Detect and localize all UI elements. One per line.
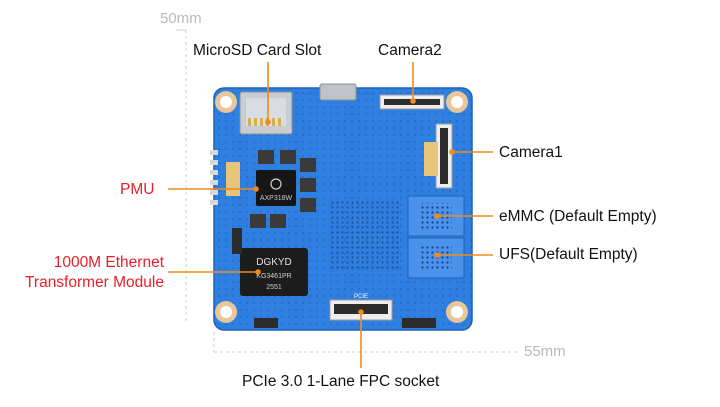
eth-chip-line1: DGKYD: [256, 257, 292, 268]
dimension-lines: [176, 29, 520, 353]
pmu-chip-text: AXP318W: [260, 195, 293, 202]
ufs-label: UFS(Default Empty): [499, 246, 638, 263]
ethernet-label-line1: 1000M Ethernet: [53, 254, 164, 271]
pcie-silkscreen: PCIE: [354, 294, 368, 300]
microsd-slot: [239, 91, 293, 135]
pmu-chip: AXP318W: [250, 150, 316, 228]
camera2-label: Camera2: [378, 42, 442, 59]
ufs-footprint: [407, 237, 465, 279]
emmc-label: eMMC (Default Empty): [499, 208, 657, 225]
eth-chip-line2: KG3461PR: [256, 273, 291, 280]
ethernet-transformer: DGKYD KG3461PR 2551: [240, 248, 308, 296]
leader-lines: [168, 62, 493, 368]
ethernet-label-line2: Transformer Module: [25, 274, 164, 291]
circuit-board: AXP318W DGKYD KG3461PR 2551: [210, 83, 473, 331]
pmu-label: PMU: [120, 181, 155, 198]
camera1-label: Camera1: [499, 144, 563, 161]
eth-chip-line3: 2551: [266, 284, 282, 291]
mounting-holes: [215, 91, 468, 323]
microsd-label: MicroSD Card Slot: [193, 42, 322, 59]
dimension-width-label: 55mm: [524, 343, 566, 360]
camera1-connector: [435, 123, 453, 189]
dimension-height-label: 50mm: [160, 10, 202, 27]
pcie-label: PCIe 3.0 1-Lane FPC socket: [242, 373, 440, 390]
